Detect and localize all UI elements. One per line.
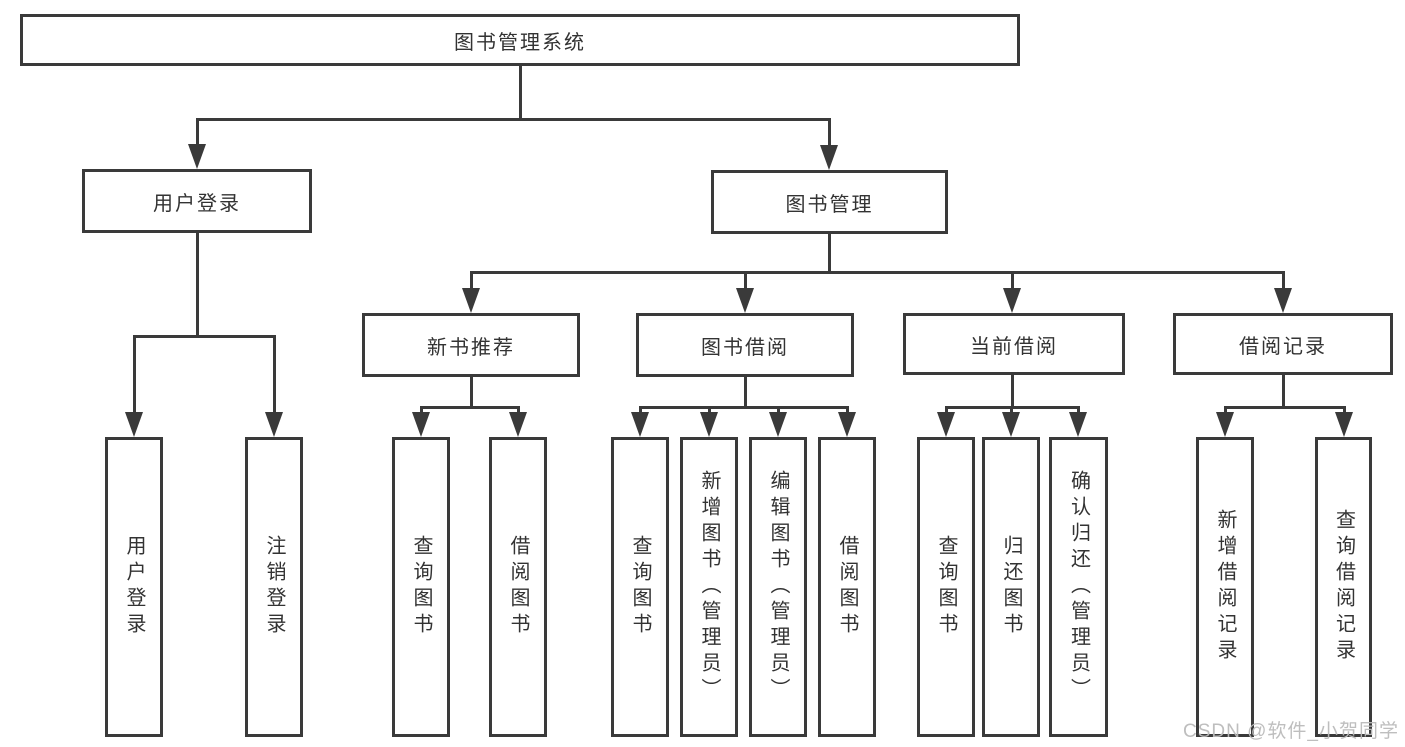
leaf-current-query-book: 查询图书 <box>917 437 975 737</box>
connector-record-stem <box>1282 375 1285 408</box>
arrowhead-leaf <box>125 412 143 437</box>
connector-record-branch <box>1224 406 1345 409</box>
node-borrow-record-label: 借阅记录 <box>1239 335 1327 358</box>
node-book-borrow: 图书借阅 <box>636 313 854 377</box>
leaf-user-login-label: 用户登录 <box>123 535 145 639</box>
arrowhead-leaf <box>265 412 283 437</box>
leaf-record-add-record-label: 新增借阅记录 <box>1214 509 1236 665</box>
connector-borrow-stem <box>744 377 747 408</box>
leaf-logout-label: 注销登录 <box>263 535 285 639</box>
connector-drop-leaf <box>517 406 520 414</box>
leaf-record-add-record: 新增借阅记录 <box>1196 437 1254 737</box>
connector-user-branch <box>133 335 275 338</box>
node-borrow-record: 借阅记录 <box>1173 313 1393 375</box>
arrowhead-leaf <box>1002 412 1020 437</box>
arrowhead-current-borrow <box>1003 288 1021 313</box>
leaf-current-query-book-label: 查询图书 <box>935 535 957 639</box>
leaf-current-confirm-return-admin: 确认归还（管理员） <box>1049 437 1108 737</box>
watermark: CSDN @软件_小贺同学 <box>1183 721 1399 742</box>
node-new-book-recommend-label: 新书推荐 <box>427 336 515 359</box>
connector-drop-leaf <box>133 335 136 413</box>
node-book-management: 图书管理 <box>711 170 948 234</box>
connector-drop-leaf <box>273 335 276 413</box>
node-current-borrow-label: 当前借阅 <box>970 335 1058 358</box>
connector-drop-leaf <box>777 406 780 414</box>
arrowhead-user-login <box>188 144 206 169</box>
leaf-current-return-book-label: 归还图书 <box>1000 535 1022 639</box>
leaf-borrow-query-book-label: 查询图书 <box>629 535 651 639</box>
leaf-borrow-query-book: 查询图书 <box>611 437 669 737</box>
leaf-recommend-query-book-label: 查询图书 <box>410 535 432 639</box>
connector-drop-level3 <box>1282 271 1285 289</box>
node-root: 图书管理系统 <box>20 14 1020 66</box>
leaf-record-query-record-label: 查询借阅记录 <box>1332 509 1355 665</box>
leaf-recommend-borrow-book-label: 借阅图书 <box>507 535 529 639</box>
leaf-logout: 注销登录 <box>245 437 303 737</box>
connector-drop-level3 <box>470 271 473 289</box>
connector-root-stem <box>519 66 522 120</box>
node-user-login-label: 用户登录 <box>153 192 241 215</box>
leaf-current-confirm-return-admin-label: 确认归还（管理员） <box>1067 470 1090 704</box>
arrowhead-leaf <box>412 412 430 437</box>
arrowhead-leaf <box>700 412 718 437</box>
connector-drop-leaf <box>1077 406 1080 414</box>
leaf-current-return-book: 归还图书 <box>982 437 1040 737</box>
connector-drop-leaf <box>1010 406 1013 414</box>
connector-drop-leaf <box>945 406 948 414</box>
node-user-login: 用户登录 <box>82 169 312 233</box>
node-new-book-recommend: 新书推荐 <box>362 313 580 377</box>
leaf-user-login: 用户登录 <box>105 437 163 737</box>
arrowhead-leaf <box>1216 412 1234 437</box>
arrowhead-book-management <box>820 145 838 170</box>
connector-user-stem <box>196 233 199 337</box>
connector-drop-level3 <box>1011 271 1014 289</box>
arrowhead-new-book-recommend <box>462 288 480 313</box>
arrowhead-borrow-record <box>1274 288 1292 313</box>
arrowhead-leaf <box>838 412 856 437</box>
connector-drop-level3 <box>744 271 747 289</box>
connector-root-branch <box>196 118 830 121</box>
connector-recommend-branch <box>420 406 520 409</box>
connector-drop-mgmt <box>828 118 831 146</box>
leaf-borrow-add-book-admin: 新增图书（管理员） <box>680 437 738 737</box>
arrowhead-leaf <box>1335 412 1353 437</box>
connector-drop-leaf <box>420 406 423 414</box>
connector-mgmt-stem <box>828 234 831 273</box>
leaf-recommend-query-book: 查询图书 <box>392 437 450 737</box>
leaf-borrow-edit-book-admin: 编辑图书（管理员） <box>749 437 807 737</box>
connector-mgmt-branch <box>470 271 1285 274</box>
arrowhead-leaf <box>1069 412 1087 437</box>
connector-current-stem <box>1011 375 1014 408</box>
leaf-borrow-edit-book-admin-label: 编辑图书（管理员） <box>767 470 789 704</box>
node-book-management-label: 图书管理 <box>785 193 874 216</box>
leaf-borrow-add-book-admin-label: 新增图书（管理员） <box>698 470 720 704</box>
arrowhead-leaf <box>509 412 527 437</box>
connector-drop-leaf <box>1343 406 1346 414</box>
leaf-record-query-record: 查询借阅记录 <box>1315 437 1372 737</box>
arrowhead-book-borrow <box>736 288 754 313</box>
leaf-recommend-borrow-book: 借阅图书 <box>489 437 547 737</box>
node-current-borrow: 当前借阅 <box>903 313 1125 375</box>
connector-drop-leaf <box>639 406 642 414</box>
connector-recommend-stem <box>470 377 473 408</box>
connector-drop-leaf <box>846 406 849 414</box>
leaf-borrow-borrow-book-label: 借阅图书 <box>836 535 858 639</box>
arrowhead-leaf <box>631 412 649 437</box>
connector-drop-leaf <box>708 406 711 414</box>
leaf-borrow-borrow-book: 借阅图书 <box>818 437 876 737</box>
connector-borrow-branch <box>639 406 848 409</box>
node-book-borrow-label: 图书借阅 <box>701 336 789 359</box>
node-root-label: 图书管理系统 <box>454 31 586 54</box>
connector-drop-user <box>196 118 199 145</box>
connector-drop-leaf <box>1224 406 1227 414</box>
arrowhead-leaf <box>937 412 955 437</box>
arrowhead-leaf <box>769 412 787 437</box>
